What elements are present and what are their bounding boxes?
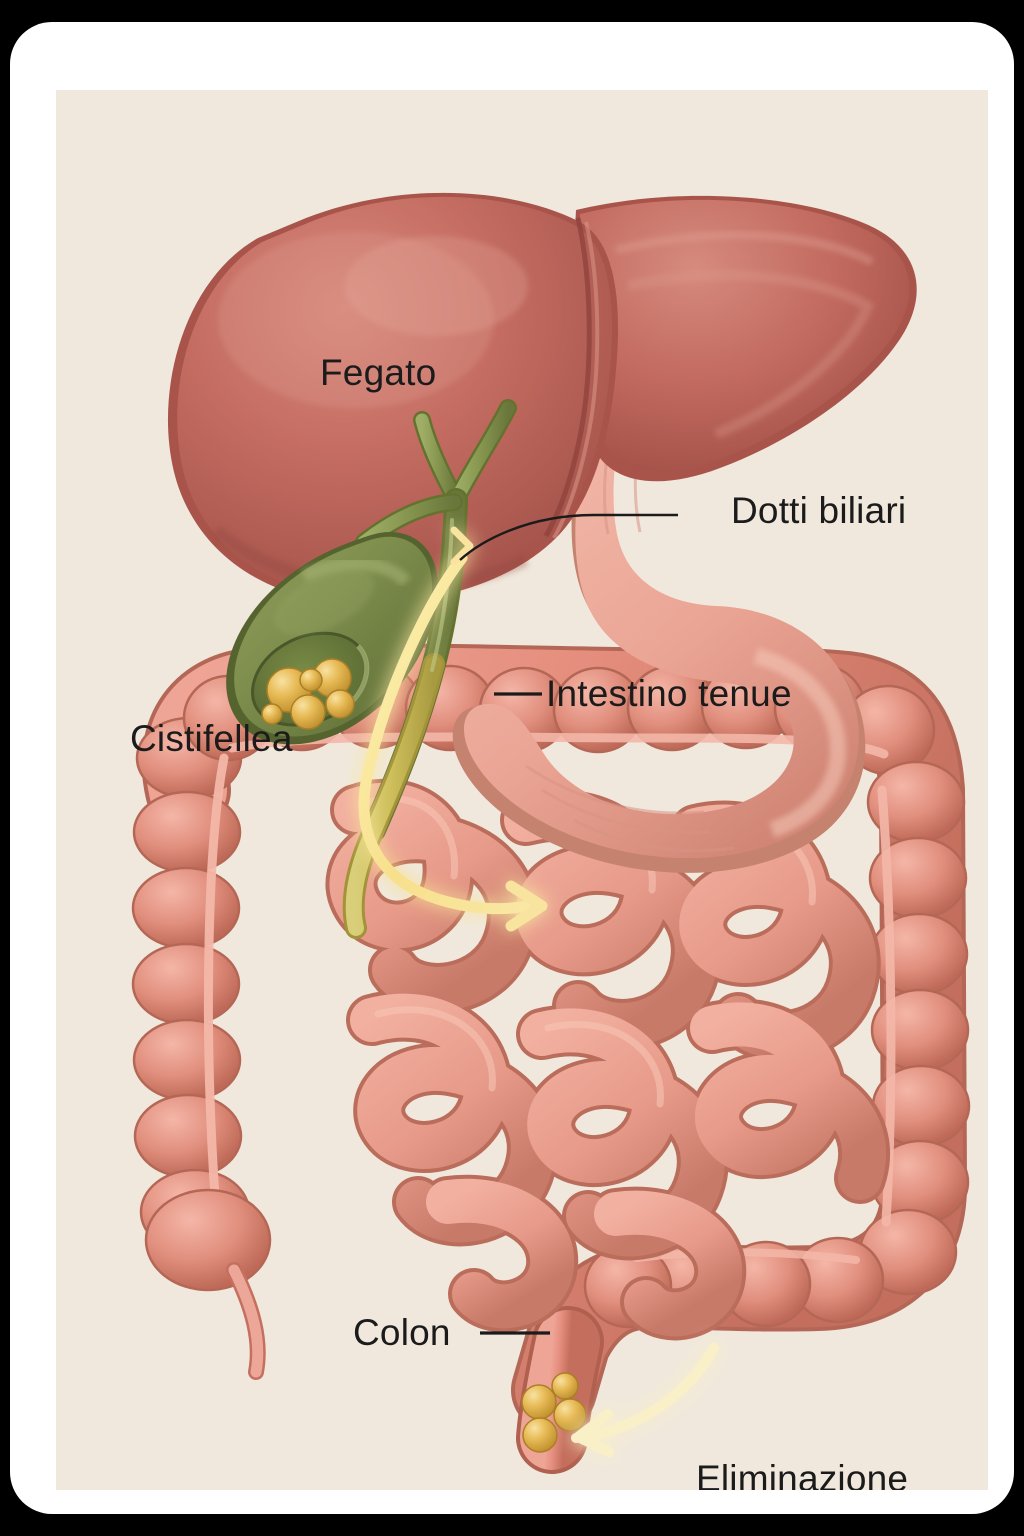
- leader-lines: [459, 513, 678, 1335]
- anatomy-drawing: [56, 90, 988, 1490]
- leader-dotti-biliari: [459, 513, 678, 561]
- gallbladder-organ: [226, 532, 439, 745]
- stomach-organ: [452, 390, 866, 873]
- card-frame: Fegato Dotti biliari Intestino tenue Cis…: [10, 22, 1014, 1514]
- bile-ducts: [342, 399, 517, 939]
- bile-flow-arrow: [358, 526, 548, 932]
- elimination-flow-arrow: [571, 1343, 719, 1457]
- gallstones-rectum: [521, 1372, 587, 1453]
- colon-haustra-right: [858, 760, 971, 1296]
- gallstones-gallbladder: [261, 658, 355, 730]
- illustration-panel: Fegato Dotti biliari Intestino tenue Cis…: [56, 90, 988, 1490]
- liver-organ: [167, 192, 917, 604]
